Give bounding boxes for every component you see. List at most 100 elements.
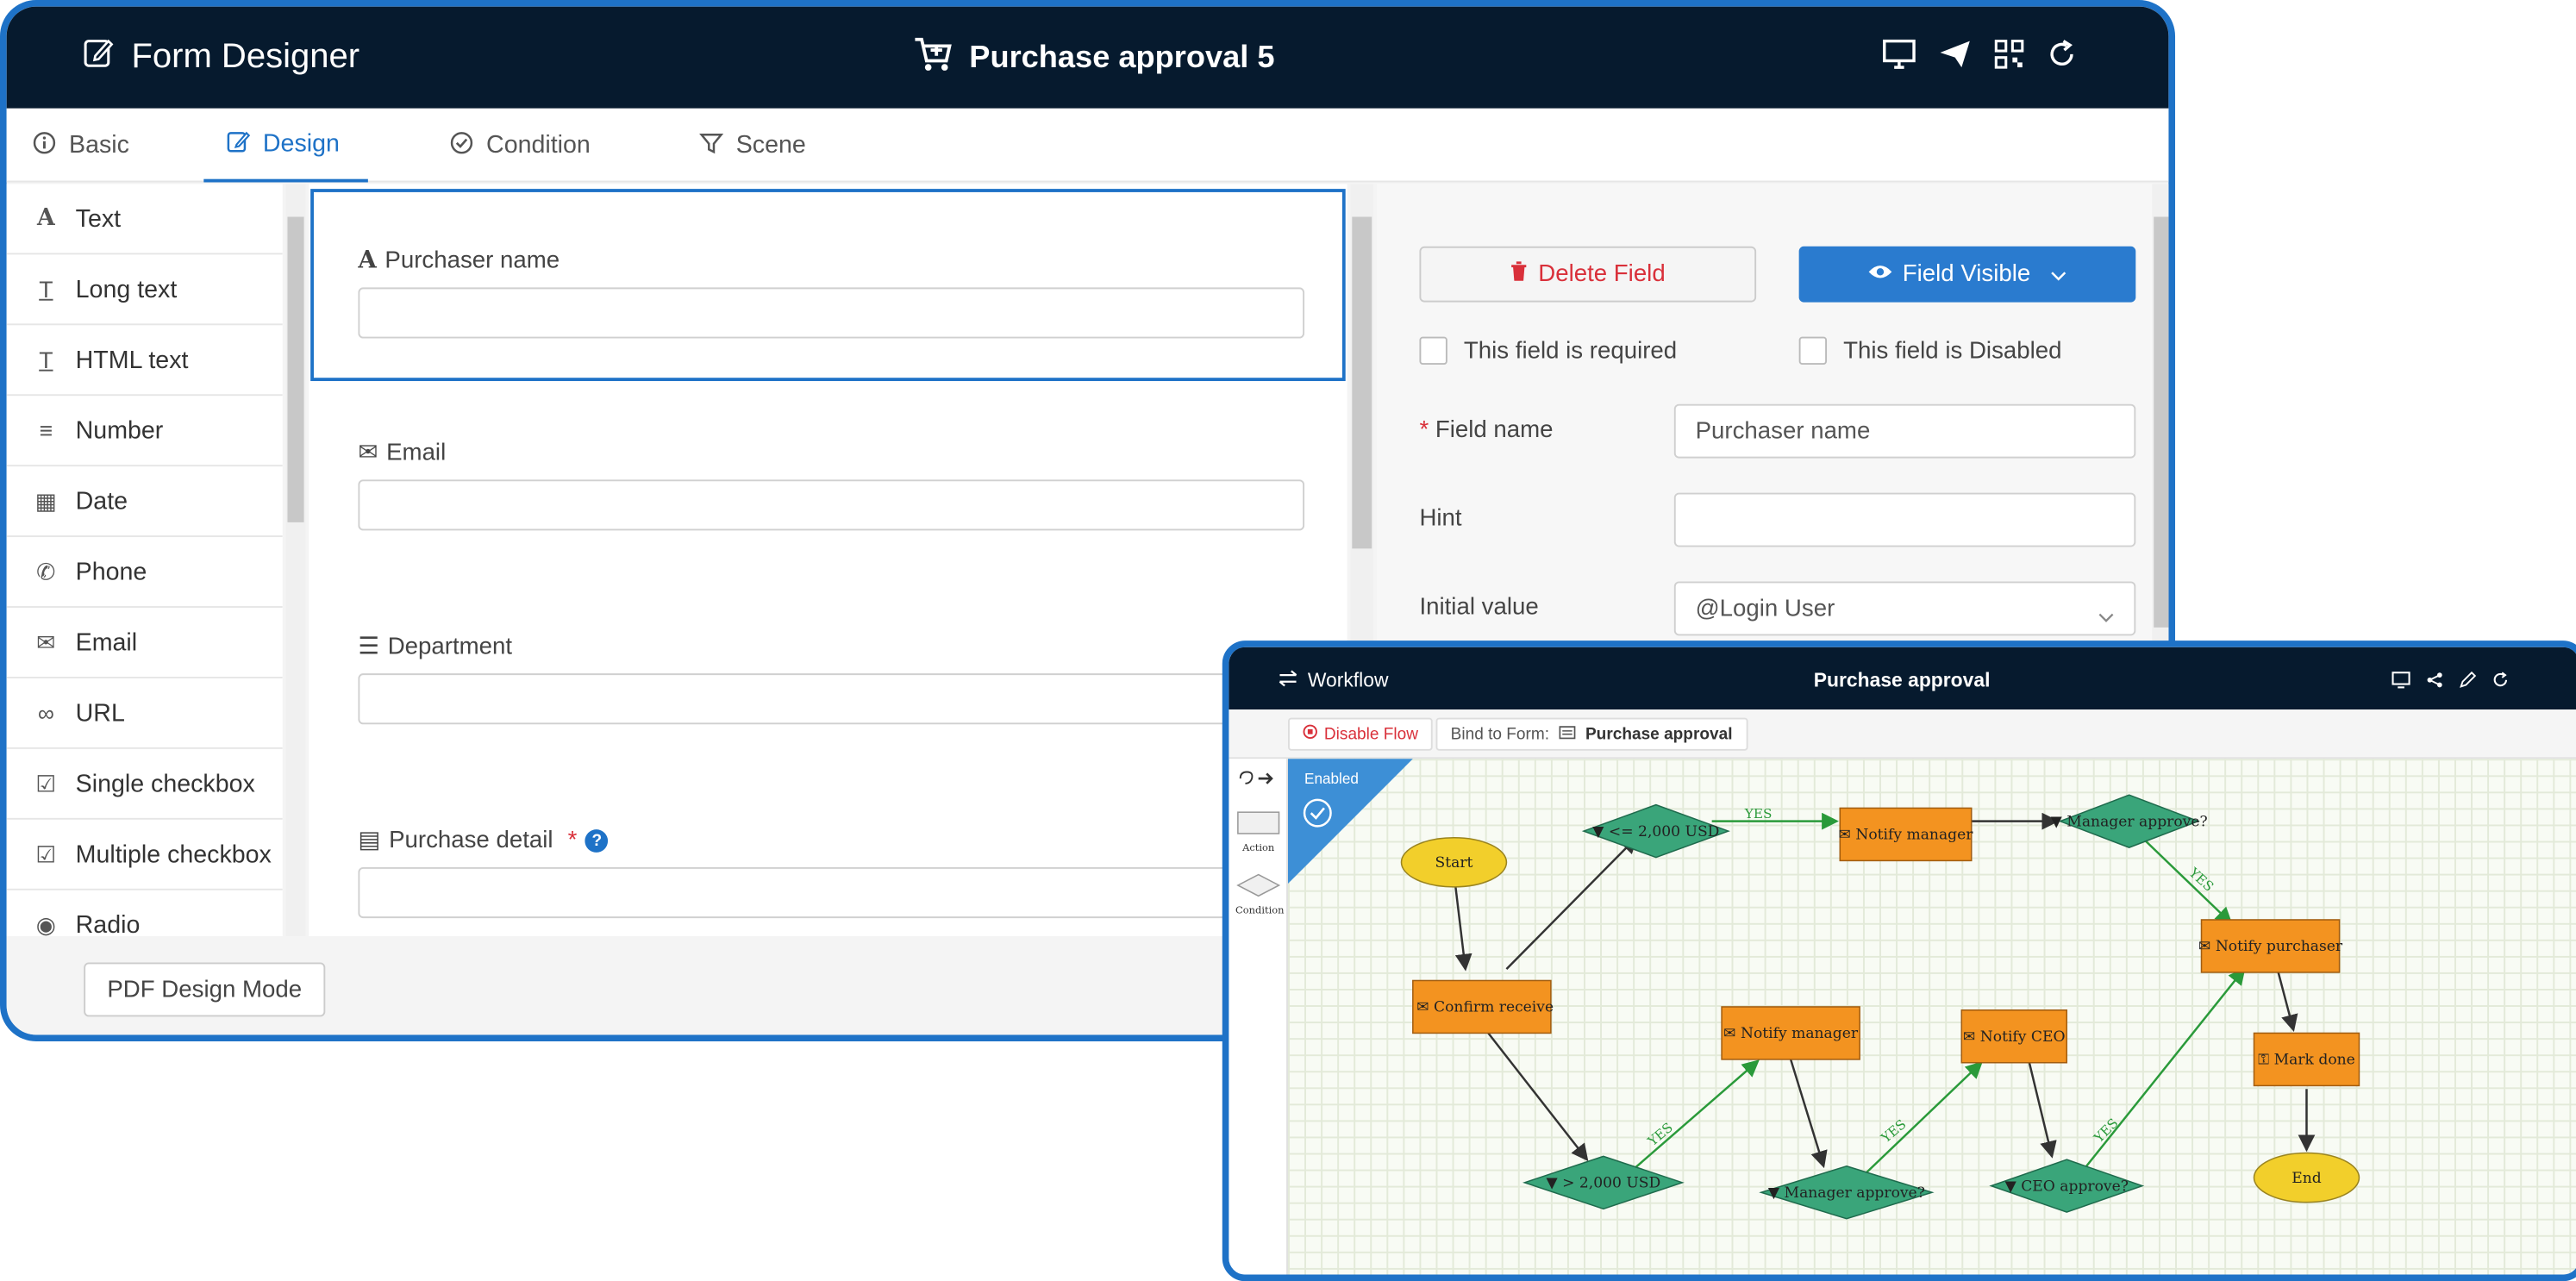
node-label: ✉ Notify CEO [1963,1028,2066,1046]
refresh-icon[interactable] [2492,667,2509,697]
yes-label: YES [1744,806,1773,822]
field-name-input[interactable]: Purchaser name [1673,403,2136,459]
palette-label: Date [75,486,128,516]
node-notify-manager-2[interactable]: ✉ Notify manager [1721,1006,1860,1060]
node-label-text: > 2,000 USD [1562,1175,1660,1192]
disabled-checkbox[interactable]: This field is Disabled [1798,336,2062,365]
initial-value-label: Initial value [1419,594,1539,622]
lasso-icon[interactable] [1239,765,1275,795]
palette-item-url[interactable]: ∞URL [6,678,283,749]
help-icon[interactable]: ? [585,829,609,853]
filter-icon: ▼ [2005,1178,2022,1195]
refresh-icon[interactable] [2047,40,2076,78]
tab-scene[interactable]: Scene [677,109,828,183]
node-ceo-approve[interactable]: ▼ CEO approve? [1989,1159,2145,1213]
edge-start-confirm [1454,886,1472,972]
checkbox-box[interactable] [1419,336,1447,365]
palette-scrollbar-thumb[interactable] [287,216,304,522]
palette-item-number[interactable]: ≡Number [6,396,283,467]
pdf-design-mode-button[interactable]: PDF Design Mode [84,962,326,1017]
palette-item-email[interactable]: ✉Email [6,608,283,678]
tool-label: Condition [1235,904,1285,917]
envelope-icon: ✉ [358,440,378,467]
condition-tool[interactable]: Condition [1235,873,1285,917]
cart-add-icon [914,36,953,82]
node-mark-done[interactable]: ⚿ Mark done [2253,1032,2360,1087]
filter-icon: ▼ [2051,813,2067,830]
field-email[interactable]: ✉Email [358,440,1305,531]
delete-field-button[interactable]: Delete Field [1419,246,1757,303]
workflow-canvas: Enabled YES [1287,759,2576,1275]
field-label: Purchaser name [385,247,560,274]
field-input-preview[interactable] [358,287,1305,339]
share-icon[interactable] [2427,667,2443,697]
tab-condition[interactable]: Condition [427,109,613,183]
palette-item-date[interactable]: ▦Date [6,466,283,538]
edit-icon [82,36,115,79]
field-input-preview[interactable] [358,479,1305,531]
edge-ceoapprove-notifypurchaser [2085,967,2246,1167]
node-notify-ceo[interactable]: ✉ Notify CEO [1960,1009,2068,1064]
edge-notifyceo-ceoapprove [2028,1060,2057,1159]
initial-value-select[interactable]: @Login User [1673,581,2136,636]
workflow-window: Workflow Purchase approval Disable Flow … [1222,640,2576,1281]
field-input-preview[interactable] [358,673,1305,725]
checkbox-box[interactable] [1798,336,1828,365]
properties-scrollbar-thumb[interactable] [2154,216,2169,628]
filter-icon: ▼ [1768,1184,1785,1202]
desktop-icon[interactable] [1883,39,1916,78]
field-visible-dropdown[interactable]: Field Visible [1798,246,2136,303]
node-le-2000[interactable]: ▼ <= 2,000 USD [1581,803,1730,859]
field-purchase-detail[interactable]: ▤Purchase detail*? [358,828,1305,919]
list-icon: ☰ [358,634,380,660]
node-manager-approve-2[interactable]: ▼ Manager approve? [1759,1165,1935,1220]
palette-item-multiple-checkbox[interactable]: ☑Multiple checkbox [6,820,283,890]
edge-notifypurchaser-markdone [2275,966,2298,1033]
canvas-scrollbar-thumb[interactable] [1352,216,1372,549]
required-checkbox[interactable]: This field is required [1419,336,1677,365]
edge-notifymgr2-mgrapprove2 [1789,1059,1828,1169]
checkbox-icon: ☑ [35,769,57,797]
palette-item-radio[interactable]: ◉Radio [7,890,283,936]
tab-design[interactable]: Design [203,109,368,183]
send-icon[interactable] [1939,40,1972,78]
node-manager-approve-1[interactable]: ▼ Manager approve? [2051,794,2208,848]
disable-flow-button[interactable]: Disable Flow [1287,717,1434,751]
action-tool[interactable]: Action [1235,811,1281,854]
desktop-icon[interactable] [2392,667,2410,697]
palette-item-phone[interactable]: ✆Phone [6,537,283,608]
tab-basic[interactable]: Basic [9,109,152,183]
node-notify-manager-1[interactable]: ✉ Notify manager [1839,807,1974,862]
info-icon [33,130,56,159]
chevron-down-icon [2098,603,2114,628]
yes-label: YES [2185,865,2216,895]
field-input-preview[interactable] [358,867,1305,919]
palette-item-single-checkbox[interactable]: ☑Single checkbox [6,749,283,820]
stop-icon [1303,724,1317,744]
node-confirm-receive[interactable]: ✉ Confirm receive [1412,979,1554,1034]
node-end[interactable]: End [2253,1152,2360,1203]
envelope-icon: ✉ [1963,1028,1980,1046]
field-department[interactable]: ☰Department [358,634,1305,725]
node-gt-2000[interactable]: ▼ > 2,000 USD [1522,1155,1685,1210]
bind-to-form[interactable]: Bind to Form: Purchase approval [1435,717,1748,751]
list-ol-icon: ≡ [39,416,53,444]
qrcode-icon[interactable] [1994,40,2024,78]
tab-label: Design [262,129,340,158]
field-name-label-text: Field name [1435,416,1554,444]
node-label-text: Mark done [2274,1052,2355,1069]
tab-label: Basic [69,131,129,159]
checkbox-icon: ☑ [35,840,57,867]
node-label-text: Manager approve? [1785,1184,1925,1202]
swap-icon [1279,668,1298,691]
hint-input[interactable] [1673,492,2136,547]
node-notify-purchaser[interactable]: ✉ Notify purchaser [2198,919,2343,973]
hint-label: Hint [1419,505,1462,533]
edge-confirm-gt2000 [1480,1024,1589,1162]
edit-icon[interactable] [2460,667,2477,697]
node-start[interactable]: Start [1400,836,1508,888]
